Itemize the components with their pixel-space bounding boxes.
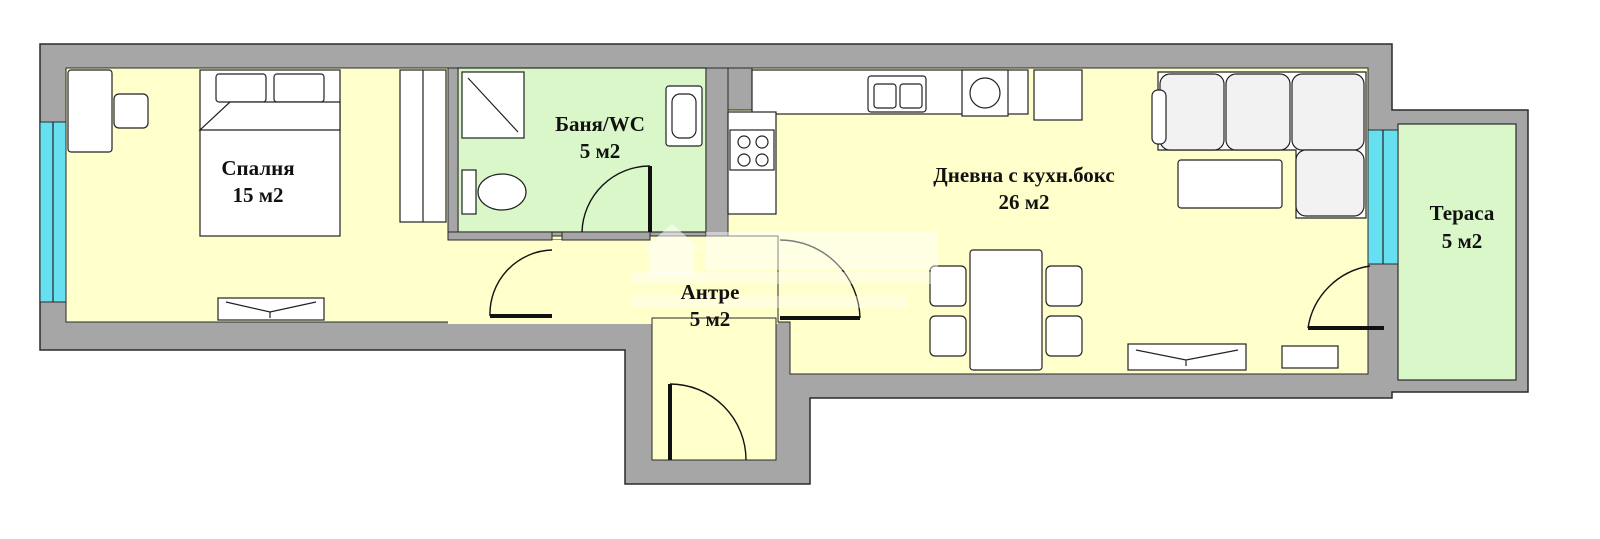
- tv-unit: [1127, 343, 1247, 371]
- bedroom-furniture: [67, 69, 447, 321]
- living-door-arc: [779, 239, 861, 319]
- terrace-name: Тераса: [1430, 201, 1495, 225]
- entrance-door-arc: [669, 383, 747, 461]
- living-radiator: [1281, 345, 1339, 369]
- pillow-right: [273, 73, 325, 103]
- doors: [489, 165, 1384, 461]
- stove: [729, 129, 775, 171]
- toilet-bowl: [477, 173, 527, 211]
- coffee-table: [1177, 159, 1283, 209]
- chair: [113, 93, 149, 129]
- dining-chair-3: [1045, 265, 1083, 307]
- bedroom-name: Спалня: [221, 156, 294, 180]
- bath-right-wall: [705, 67, 729, 237]
- bath-bottom-wall-left: [447, 231, 553, 241]
- bathroom-name: Баня/WC: [555, 112, 645, 136]
- bathroom-area: 5 м2: [580, 139, 621, 163]
- bath-left-wall: [447, 67, 459, 241]
- kitchen-pier: [727, 67, 753, 111]
- dining-chair-4: [1045, 315, 1083, 357]
- living-furniture: [929, 71, 1367, 371]
- bathroom-fixtures: [461, 71, 703, 215]
- windows: [39, 121, 1399, 303]
- hall-lower-floor: [651, 317, 777, 461]
- bedroom-radiator: [217, 297, 325, 321]
- hall-area: 5 м2: [690, 307, 731, 331]
- fridge: [1033, 69, 1083, 121]
- hall-floor: [448, 240, 778, 324]
- terrace-door-arc: [1307, 265, 1371, 329]
- floors: [65, 67, 1517, 461]
- terrace-floor: [1397, 123, 1517, 381]
- watermark-logo: [632, 224, 938, 308]
- hall-name: Антре: [681, 280, 740, 304]
- dining-chair-2: [929, 315, 967, 357]
- living-area: 26 м2: [998, 190, 1049, 214]
- kitchen: [727, 69, 1083, 215]
- bathroom-door-arc: [581, 165, 651, 233]
- dining-table: [969, 249, 1043, 371]
- desk: [67, 69, 113, 153]
- partitions: [447, 67, 753, 241]
- blanket-fold: [198, 101, 341, 131]
- dining-chair-1: [929, 265, 967, 307]
- toilet-tank: [461, 169, 477, 215]
- room-labels: Спалня 15 м2 Баня/WC 5 м2 Дневна с кухн.…: [221, 112, 1494, 331]
- bedroom-area: 15 м2: [232, 183, 283, 207]
- bedroom-door-arc: [489, 249, 553, 317]
- logo-house-icon: [642, 224, 702, 276]
- bath-bottom-wall-right: [561, 231, 651, 241]
- terrace-area: 5 м2: [1442, 229, 1483, 253]
- living-name: Дневна с кухн.бокс: [933, 163, 1114, 187]
- sofa-arm: [1151, 89, 1167, 145]
- pillow-left: [215, 73, 267, 103]
